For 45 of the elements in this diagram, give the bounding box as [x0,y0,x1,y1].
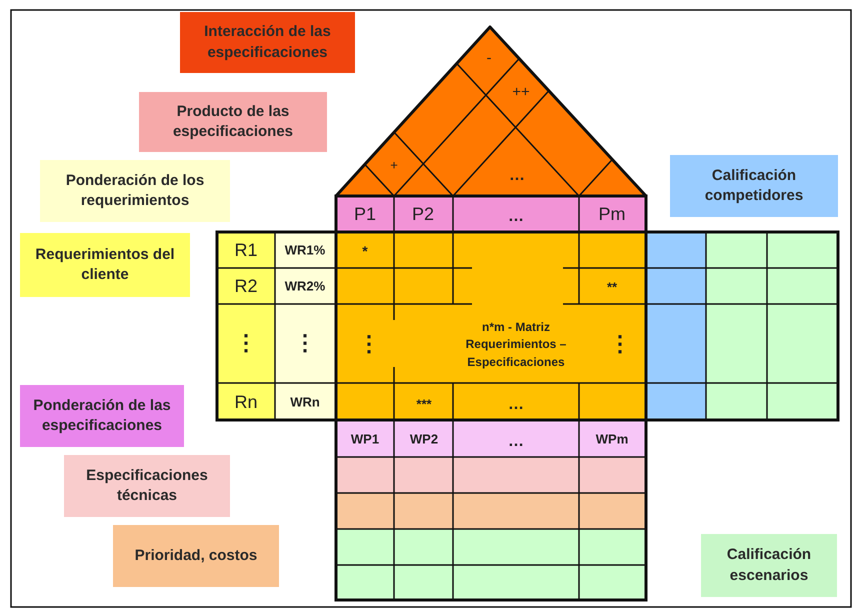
label-box [40,160,230,222]
correlation-mark: + [390,158,398,172]
label-box [139,92,327,152]
label-box [20,385,184,447]
relation-mark: * [362,244,368,258]
relation-mark: ** [606,280,618,294]
column-header: P1 [354,205,376,223]
weight-value: WRn [290,396,320,408]
label-box [20,233,190,297]
ellipsis: … [508,209,524,225]
label-text: Requerimientos del cliente [34,244,176,285]
vertical-ellipsis: ⋮ [358,333,380,355]
weight-value: WP2 [410,432,438,446]
label-text: Producto de las especificaciones [172,102,294,142]
weight-value: WR1% [284,244,326,256]
label-box [64,455,230,517]
vertical-ellipsis: ⋮ [235,332,257,354]
weight-value: WPm [596,432,628,446]
label-text: Ponderación de las especificaciones [32,396,172,436]
correlation-mark: ++ [512,84,530,100]
label-box [113,525,279,587]
row-header: R1 [234,241,258,259]
label-text: Calificación escenarios [726,545,812,586]
matrix-title: n*m - Matriz Requerimientos – Especificaciones [464,318,568,371]
vertical-ellipsis: ⋮ [609,333,631,355]
ellipsis: … [509,168,525,184]
label-text: Calificación competidores [704,166,804,206]
label-text: Especificaciones técnicas [85,466,209,506]
column-header: Pm [598,205,626,223]
relation-mark: *** [416,398,432,410]
weight-value: WP1 [350,432,380,446]
label-text: Prioridad, costos [134,546,258,566]
label-box [180,12,355,73]
row-header: R2 [234,277,258,295]
label-box [670,155,838,217]
label-text: Ponderación de los requerimientos [64,170,206,211]
row-header: Rn [234,393,258,411]
ellipsis: … [508,397,524,413]
ellipsis: … [508,434,524,450]
weight-value: WR2% [284,280,326,292]
correlation-mark: - [486,50,492,66]
vertical-ellipsis: ⋮ [294,332,316,354]
column-header: P2 [412,205,434,223]
label-text: Interacción de las especificaciones [203,22,332,62]
label-box [701,534,837,597]
